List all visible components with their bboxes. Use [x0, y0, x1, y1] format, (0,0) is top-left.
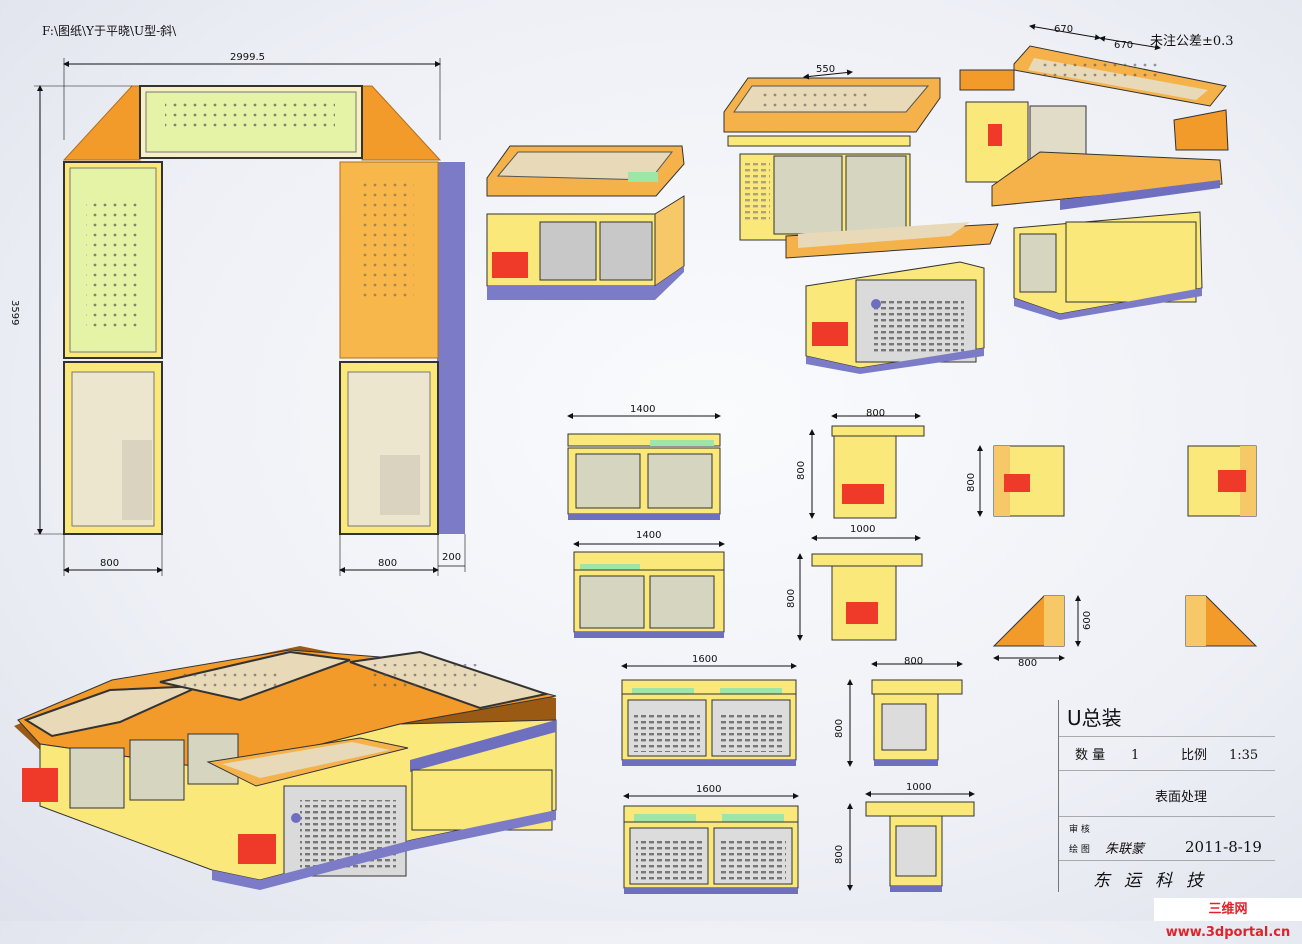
dim-view3-width: 1600 — [692, 654, 718, 665]
dim-view4-width: 1600 — [696, 784, 722, 795]
dim-plan-height: 3599 — [9, 300, 20, 326]
drawn-label: 绘 图 — [1069, 845, 1090, 855]
dim-view1-end-height: 800 — [966, 472, 977, 492]
dim-view1-side-width: 800 — [866, 408, 886, 419]
dim-view2-side-width: 1000 — [850, 524, 876, 535]
review-label: 审 核 — [1069, 825, 1090, 835]
dim-plan-right-width: 800 — [378, 558, 398, 569]
site-watermark: 三维网www.3dportal.cn — [1154, 898, 1302, 940]
ortho-view-1600-a — [621, 663, 797, 766]
ortho-view-1400-b — [573, 541, 725, 638]
dim-view2-side-height: 800 — [786, 588, 797, 608]
surface-label: 表面处理 — [1155, 790, 1208, 805]
scale-value: 1:35 — [1229, 748, 1259, 763]
dim-plan-width: 2999.5 — [230, 52, 265, 63]
tolerance-note: 未注公差±0.3 — [1150, 34, 1234, 49]
ortho-view-1600-b — [623, 793, 799, 894]
dim-plan-depth: 200 — [442, 552, 462, 563]
file-path-label: F:\图纸\Y于平晓\U型-斜\ — [42, 24, 177, 38]
qty-label: 数 量 — [1075, 748, 1106, 763]
iso-cabinet-exploded — [723, 23, 1229, 374]
qty-value: 1 — [1131, 748, 1140, 763]
dim-corner-height: 600 — [1082, 610, 1093, 630]
corner-views — [992, 595, 1258, 661]
drawing-title: U总装 — [1067, 706, 1122, 730]
iso-cabinet-small — [486, 145, 685, 300]
ortho-side-1000 — [797, 535, 923, 641]
scale-label: 比例 — [1181, 748, 1208, 763]
plan-view — [34, 58, 466, 576]
dim-plan-left-width: 800 — [100, 558, 120, 569]
iso-assembly — [14, 646, 557, 890]
ortho-side-800-b — [847, 661, 963, 767]
drawn-by-signature: 朱联蒙 — [1105, 842, 1145, 857]
drawing-canvas — [14, 23, 1258, 894]
dim-view1-side-height: 800 — [796, 460, 807, 480]
dim-iso-670-a: 670 — [1054, 24, 1074, 35]
dim-iso-670-b: 670 — [1114, 40, 1134, 51]
dim-view4-side-height: 800 — [834, 844, 845, 864]
title-block: U总装 数 量 1 比例 1:35 表面处理 审 核 绘 图 朱联蒙 2011-… — [1058, 700, 1275, 892]
dim-view1-width: 1400 — [630, 404, 656, 415]
ortho-side-800 — [809, 413, 925, 519]
dim-corner-width: 800 — [1018, 658, 1038, 669]
ortho-side-1000-b — [847, 791, 975, 892]
dim-view2-width: 1400 — [636, 530, 662, 541]
dim-view3-side-width: 800 — [904, 656, 924, 667]
company-name: 东运科技 — [1093, 871, 1217, 891]
ortho-view-1400-a — [567, 413, 721, 520]
drawing-date: 2011-8-19 — [1185, 838, 1262, 856]
dim-view3-side-height: 800 — [834, 718, 845, 738]
ortho-end-views — [977, 445, 1257, 517]
dim-view4-side-width: 1000 — [906, 782, 932, 793]
dim-iso-550: 550 — [816, 64, 836, 75]
